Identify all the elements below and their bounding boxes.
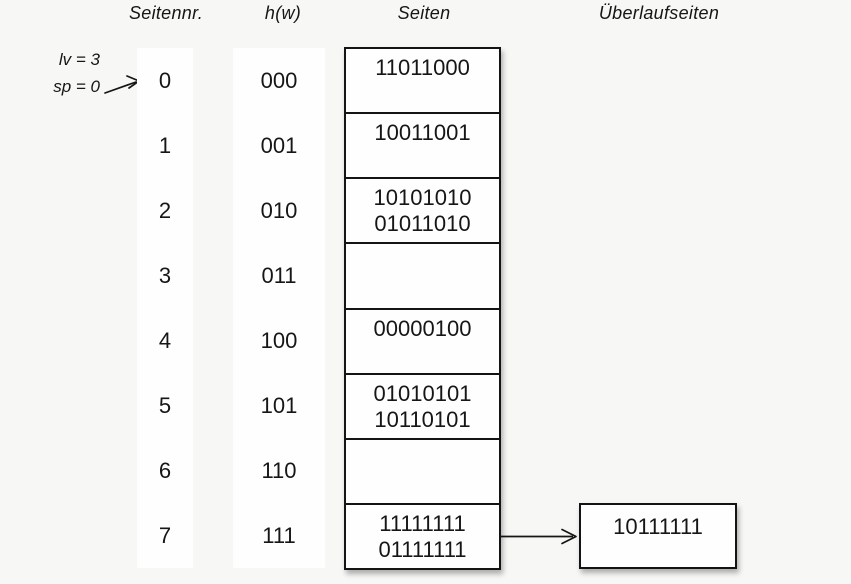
hash-value-5: 101 [260,392,298,418]
page-number-1: 1 [158,132,172,158]
page-entry [346,146,499,147]
state-annotation: lv = 3 sp = 0 [22,46,100,100]
page-entry: 11011000 [375,55,470,80]
page-entry [346,251,499,252]
page-cell-3 [346,242,499,307]
page-entry: 01011010 [374,211,471,237]
page-number-3: 3 [158,262,172,288]
column-header-hw: h(w) [264,3,302,23]
hash-value-column: 000 001 010 011 100 101 110 111 [233,48,325,568]
page-number-2: 2 [158,197,172,223]
overflow-page-entry: 10111111 [613,514,703,539]
page-number-6: 6 [158,457,172,483]
hash-value-1: 001 [260,132,298,158]
hash-value-3: 011 [261,262,297,288]
page-cell-0: 11011000 [346,49,499,112]
column-header-ueberlaufseiten: Überlaufseiten [598,3,720,23]
page-cell-7: 11111111 01111111 [346,502,499,568]
page-cell-4: 00000100 [346,307,499,373]
column-header-seiten: Seiten [397,3,451,23]
page-entry: 11111111 [379,510,466,536]
split-pointer-value: sp = 0 [53,77,100,96]
column-header-seitennr: Seitennr. [128,3,204,23]
page-entry [346,81,499,82]
hash-value-4: 100 [260,327,298,353]
page-number-7: 7 [158,522,172,548]
hash-value-6: 110 [261,457,297,483]
overflow-page-box: 10111111 [579,503,737,569]
page-entry [346,447,499,448]
level-value: lv = 3 [58,50,100,69]
page-number-4: 4 [158,327,172,353]
hash-value-7: 111 [262,522,296,548]
page-entry: 00000100 [373,315,472,341]
page-cell-6 [346,437,499,503]
page-number-column: 0 1 2 3 4 5 6 7 [137,48,193,568]
page-entry: 10011001 [374,120,471,146]
page-cell-2: 10101010 01011010 [346,177,499,242]
page-cell-5: 01010101 10110101 [346,372,499,438]
hash-value-2: 010 [260,197,298,223]
page-entry: 10101010 [373,185,472,211]
page-entry: 01010101 [373,380,472,406]
page-entry: 10110101 [374,406,471,432]
page-entry [346,342,499,343]
overflow-arrow-icon [501,528,577,545]
page-number-0: 0 [158,67,172,93]
page-entry: 01111111 [378,536,467,562]
page-cell-1: 10011001 [346,112,499,177]
page-number-5: 5 [158,392,172,418]
pages-table: 11011000 10011001 10101010 01011010 0000… [344,47,501,570]
hash-value-0: 000 [260,67,298,93]
